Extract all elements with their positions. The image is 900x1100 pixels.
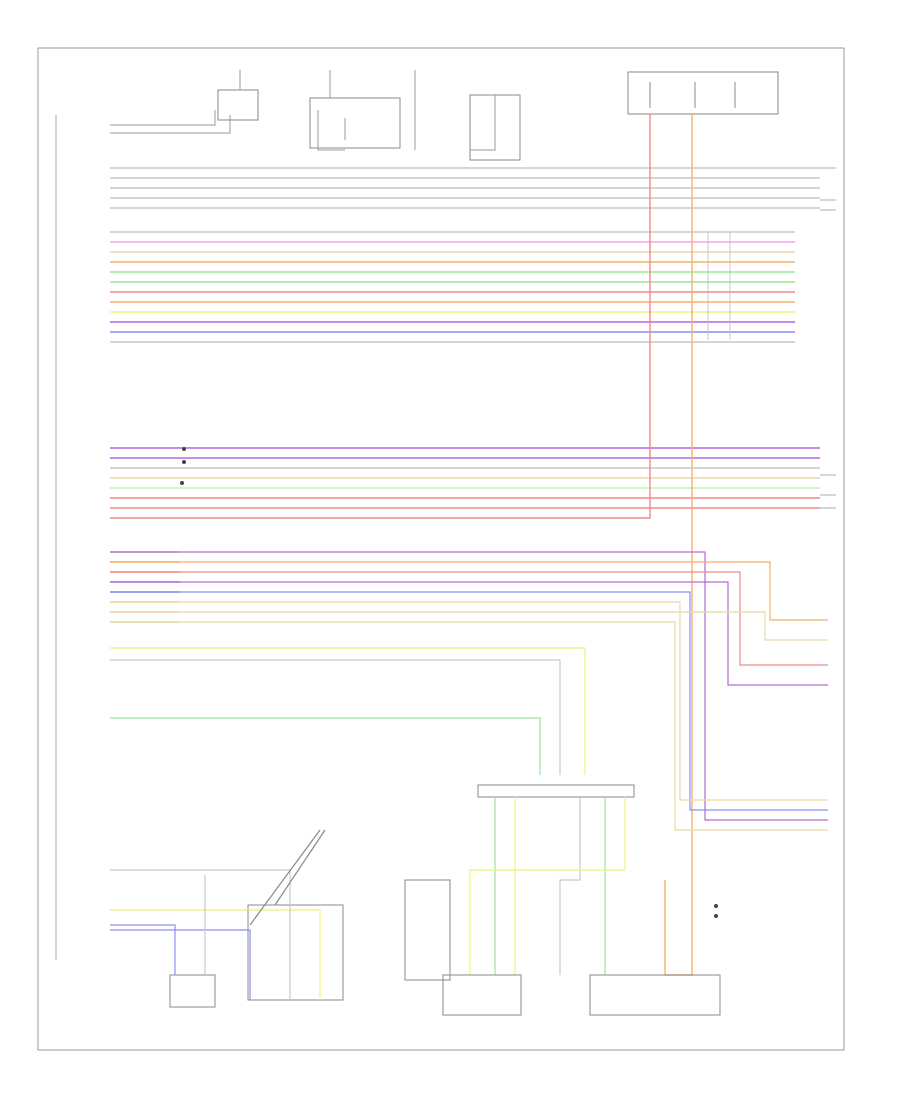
junction-connector bbox=[477, 784, 635, 798]
top-module-1 bbox=[217, 89, 259, 121]
orange-feed bbox=[664, 114, 693, 976]
control-unit-b bbox=[589, 974, 721, 1016]
top-module-2 bbox=[309, 97, 401, 149]
top-wires bbox=[110, 70, 496, 151]
red-feed bbox=[110, 114, 651, 519]
connector-drops bbox=[469, 797, 626, 975]
top-bus bbox=[110, 167, 820, 209]
antenna-module bbox=[247, 904, 344, 1001]
transmitter-unit bbox=[169, 974, 216, 1008]
mid-bus bbox=[110, 447, 820, 509]
right-pin-stubs bbox=[820, 167, 836, 509]
bottom-module-left bbox=[404, 879, 451, 981]
bottom-left-wires bbox=[110, 829, 326, 1000]
diagram-border bbox=[37, 47, 845, 1051]
control-unit-a bbox=[442, 974, 522, 1016]
bus-taps bbox=[707, 232, 731, 340]
lower-routing bbox=[110, 551, 828, 831]
fuse-box bbox=[627, 71, 779, 115]
main-bus bbox=[110, 231, 795, 343]
terminal-dots bbox=[180, 447, 718, 918]
